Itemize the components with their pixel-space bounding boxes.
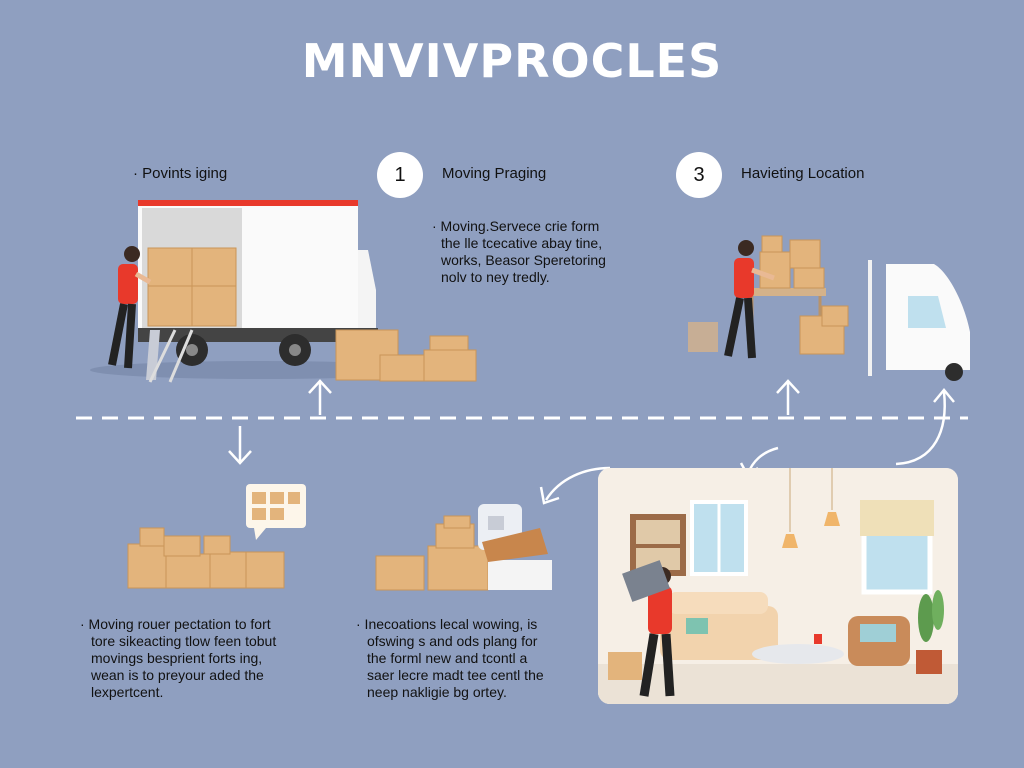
description-bottom-left: · Moving rouer pectation to fort tore si… [80,616,276,701]
description-line: wean is to preyour aded the [91,667,264,683]
step-label-1: · Povints iging [133,165,228,182]
description-line: · Inecoations lecal wowing, is [356,616,538,632]
description-line: the forml new and tcontl a [367,650,528,666]
step-number-1: 1 [377,152,423,198]
curved-arrow-icon [539,466,611,505]
description-line: works, Beasor Speretoring [441,252,606,268]
up-arrow-icon [308,379,332,415]
description-line: neep nakligie bg ortey. [367,684,507,700]
description-line: · Moving.Servece crie form [432,218,600,234]
step-label-2: Moving Praging [442,165,547,182]
room-scene [598,468,958,704]
packed-appliance-illustration [375,504,552,591]
description-top-middle: · Moving.Servece crie form the lle tceca… [432,218,606,286]
down-arrow-icon [228,426,252,465]
infographic-title: MNVIVPROCLES [301,34,723,88]
description-line: lexpertcent. [91,684,164,700]
description-line: nolv to ney tredly. [441,269,550,285]
description-line: movings besprient forts ing, [91,650,263,666]
packing-van-illustration [688,235,970,381]
new-home-room-illustration [598,468,958,704]
truck-loading-illustration [90,200,477,383]
description-line: ofswing s and ods plang for [367,633,538,649]
wheel-icon [945,363,963,381]
description-line: saer lecre madt tee centl the [367,667,544,683]
description-line: the lle tcecative abay tine, [441,235,603,251]
up-arrow-icon [776,379,800,415]
step-label-3: Havieting Location [741,165,865,182]
boxes-note-illustration [127,484,306,589]
description-bottom-middle: · Inecoations lecal wowing, is ofswing s… [356,616,544,701]
description-line: tore sikeacting tlow feen tobut [91,633,277,649]
curved-arrow-icon [895,388,955,466]
step-number-3: 3 [676,152,722,198]
description-line: · Moving rouer pectation to fort [80,616,271,632]
